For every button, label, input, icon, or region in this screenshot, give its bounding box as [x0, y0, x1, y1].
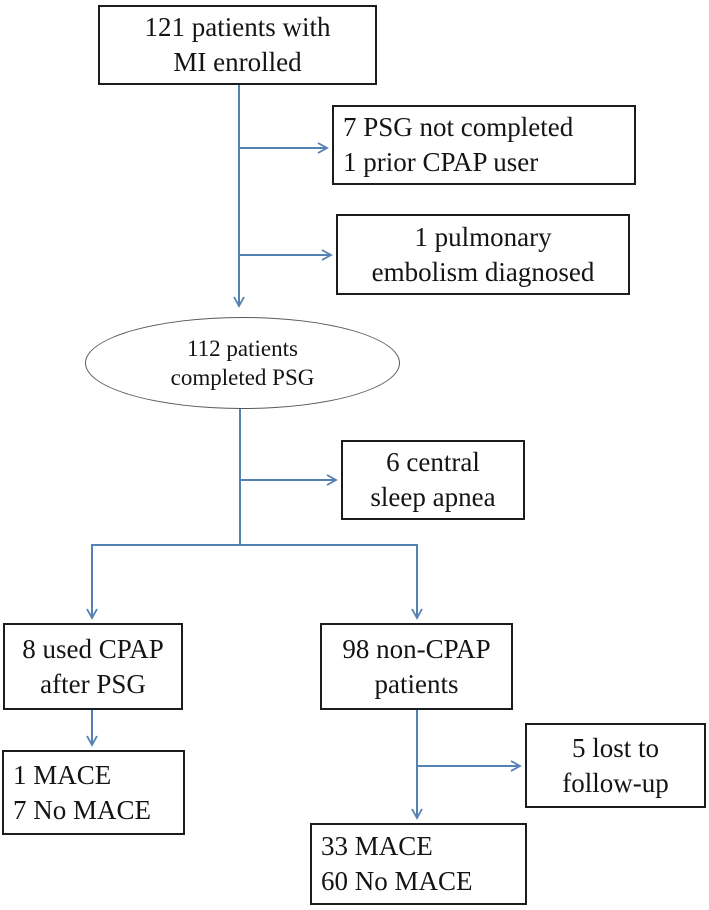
- node-used-cpap-line1: 8 used CPAP: [22, 633, 164, 664]
- node-non-cpap: 98 non-CPAP patients: [320, 623, 513, 710]
- node-lost-followup-line2: follow-up: [562, 767, 669, 798]
- node-cpap-outcome: 1 MACE 7 No MACE: [2, 750, 185, 835]
- node-psg-not-completed-line2: 1 prior CPAP user: [343, 147, 539, 177]
- node-central-sleep-apnea-line2: sleep apnea: [370, 482, 496, 512]
- node-cpap-outcome-line2: 7 No MACE: [13, 794, 152, 825]
- node-completed-psg: 112 patients completed PSG: [85, 317, 400, 409]
- node-pulmonary-embolism-line1: 1 pulmonary: [414, 221, 552, 252]
- node-enrolled-line2: MI enrolled: [173, 47, 302, 77]
- node-psg-not-completed-line1: 7 PSG not completed: [343, 112, 574, 143]
- node-non-cpap-outcome-line2: 60 No MACE: [321, 866, 473, 896]
- node-central-sleep-apnea-line1: 6 central: [386, 447, 480, 478]
- node-cpap-outcome-line1: 1 MACE: [13, 759, 112, 790]
- node-used-cpap: 8 used CPAP after PSG: [3, 623, 183, 710]
- node-used-cpap-line2: after PSG: [40, 668, 146, 699]
- node-enrolled: 121 patients with MI enrolled: [98, 5, 377, 85]
- node-non-cpap-outcome: 33 MACE 60 No MACE: [310, 823, 527, 905]
- node-lost-followup-line1: 5 lost to: [571, 732, 659, 763]
- node-non-cpap-line2: patients: [374, 668, 459, 699]
- node-central-sleep-apnea: 6 central sleep apnea: [341, 440, 525, 520]
- node-completed-psg-line2: completed PSG: [170, 365, 315, 390]
- node-lost-followup: 5 lost to follow-up: [525, 723, 706, 808]
- node-pulmonary-embolism: 1 pulmonary embolism diagnosed: [336, 214, 630, 295]
- node-pulmonary-embolism-line2: embolism diagnosed: [371, 256, 595, 287]
- node-completed-psg-line1: 112 patients: [187, 335, 298, 361]
- node-psg-not-completed: 7 PSG not completed 1 prior CPAP user: [332, 105, 636, 185]
- node-enrolled-line1: 121 patients with: [144, 12, 331, 43]
- node-non-cpap-outcome-line1: 33 MACE: [321, 831, 433, 862]
- node-non-cpap-line1: 98 non-CPAP: [342, 633, 491, 664]
